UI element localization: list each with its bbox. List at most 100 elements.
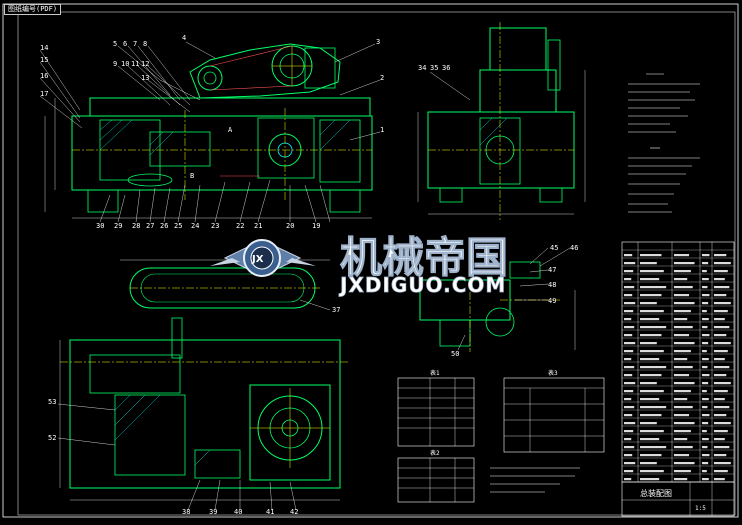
callout-11: 11 xyxy=(131,60,139,68)
parts-list-cell-text xyxy=(702,462,709,465)
parts-list-cell-text xyxy=(702,406,708,409)
parts-list-cell-text xyxy=(714,478,725,481)
callout-9: 9 xyxy=(113,60,117,68)
callout-37: 37 xyxy=(332,306,340,314)
parts-list-cell-text xyxy=(702,254,710,257)
callout-48: 48 xyxy=(548,281,556,289)
callout-41: 41 xyxy=(266,508,274,516)
parts-list-cell-text xyxy=(624,462,636,465)
callout-1: 1 xyxy=(380,126,384,134)
parts-list-cell-text xyxy=(702,454,710,457)
parts-list-cell-text xyxy=(640,318,660,321)
parts-list-cell-text xyxy=(714,318,725,321)
parts-list xyxy=(621,241,735,483)
watermark-en: JXDIGUO.COM xyxy=(338,273,506,297)
parts-list-cell-text xyxy=(702,286,708,289)
parts-list-cell-text xyxy=(674,358,688,361)
parts-list-cell-text xyxy=(714,294,727,297)
parts-list-cell-text xyxy=(624,294,633,297)
parts-list-cell-text xyxy=(640,326,667,329)
parts-list-cell-text xyxy=(674,414,690,417)
callout-39: 39 xyxy=(209,508,217,516)
parts-list-cell-text xyxy=(702,334,710,337)
parts-list-cell-text xyxy=(640,470,664,473)
parts-list-cell-text xyxy=(624,350,634,353)
callout-50: 50 xyxy=(451,350,459,358)
callout-36: 36 xyxy=(442,64,450,72)
parts-list-cell-text xyxy=(624,422,636,425)
section-mark-a: A xyxy=(228,126,233,134)
parts-list-cell-text xyxy=(714,326,730,329)
parts-list-cell-text xyxy=(702,382,709,385)
parts-list-cell-text xyxy=(714,438,725,441)
parts-list-cell-text xyxy=(674,350,691,353)
parts-list-cell-text xyxy=(674,286,693,289)
parts-list-cell-text xyxy=(714,286,730,289)
parts-list-cell-text xyxy=(702,478,709,481)
parts-list-cell-text xyxy=(702,366,708,369)
parts-list-cell-text xyxy=(714,470,728,473)
logo-letters: JX xyxy=(251,254,264,265)
parts-list-cell-text xyxy=(640,350,664,353)
parts-list-cell-text xyxy=(640,278,660,281)
parts-list-cell-text xyxy=(674,254,690,257)
parts-list-cell-text xyxy=(674,470,691,473)
drawing-name: 总装配图 xyxy=(640,488,672,498)
parts-list-cell-text xyxy=(714,262,731,265)
table-3-title: 表3 xyxy=(548,369,558,377)
parts-list-cell-text xyxy=(640,286,667,289)
parts-list-cell-text xyxy=(702,398,709,401)
parts-list-cell-text xyxy=(714,374,727,377)
callout-28: 28 xyxy=(132,222,140,230)
callout-47: 47 xyxy=(548,266,556,274)
parts-list-cell-text xyxy=(624,382,636,385)
plan-view: 53 52 38 39 40 41 42 xyxy=(48,317,350,516)
parts-list-cell-text xyxy=(624,254,633,257)
parts-list-cell-text xyxy=(674,326,693,329)
parts-list-cell-text xyxy=(640,254,662,257)
parts-list-cell-text xyxy=(640,294,662,297)
parts-list-cell-text xyxy=(674,302,695,305)
parts-list-cell-text xyxy=(674,430,691,433)
parts-list-cell-text xyxy=(674,446,693,449)
parts-list-cell-text xyxy=(674,406,693,409)
parts-list-cell-text xyxy=(624,318,632,321)
parts-list-cell-text xyxy=(624,406,635,409)
parts-list-cell-text xyxy=(674,294,690,297)
callout-27: 27 xyxy=(146,222,154,230)
callout-10: 10 xyxy=(121,60,129,68)
parts-list-cell-text xyxy=(702,302,709,305)
parts-list-cell-text xyxy=(714,366,730,369)
parts-list-cell-text xyxy=(702,270,707,273)
parts-list-cell-text xyxy=(674,478,688,481)
parts-list-cell-text xyxy=(714,270,728,273)
parts-list-cell-text xyxy=(640,342,657,345)
callout-30: 30 xyxy=(96,222,104,230)
parts-list-cell-text xyxy=(674,438,688,441)
parts-list-cell-text xyxy=(714,302,731,305)
parts-list-cell-text xyxy=(702,430,707,433)
side-view: 34 35 36 xyxy=(417,22,586,220)
parts-list-cell-text xyxy=(624,478,632,481)
parts-list-cell-text xyxy=(702,470,707,473)
parts-list-cell-text xyxy=(624,262,636,265)
parts-list-cell-text xyxy=(624,430,634,433)
parts-list-cell-text xyxy=(640,358,660,361)
parts-list-cell-text xyxy=(702,326,708,329)
main-front-view: 4 5 6 7 8 3 9 10 11 12 13 2 1 14 15 16 1… xyxy=(39,34,384,230)
parts-list-cell-text xyxy=(624,334,633,337)
callout-2: 2 xyxy=(380,74,384,82)
callout-53: 53 xyxy=(48,398,56,406)
parts-list-cell-text xyxy=(674,374,690,377)
parts-list-cell-text xyxy=(714,350,728,353)
parts-list-cell-text xyxy=(674,454,690,457)
table-2-title: 表2 xyxy=(430,449,440,457)
callout-40: 40 xyxy=(234,508,242,516)
parts-list-cell-text xyxy=(702,414,710,417)
parts-list-cell-text xyxy=(674,262,695,265)
drawing-border-inner xyxy=(17,11,736,516)
callout-35: 35 xyxy=(430,64,438,72)
callout-45: 45 xyxy=(550,244,558,252)
parts-list-cell-text xyxy=(640,390,664,393)
